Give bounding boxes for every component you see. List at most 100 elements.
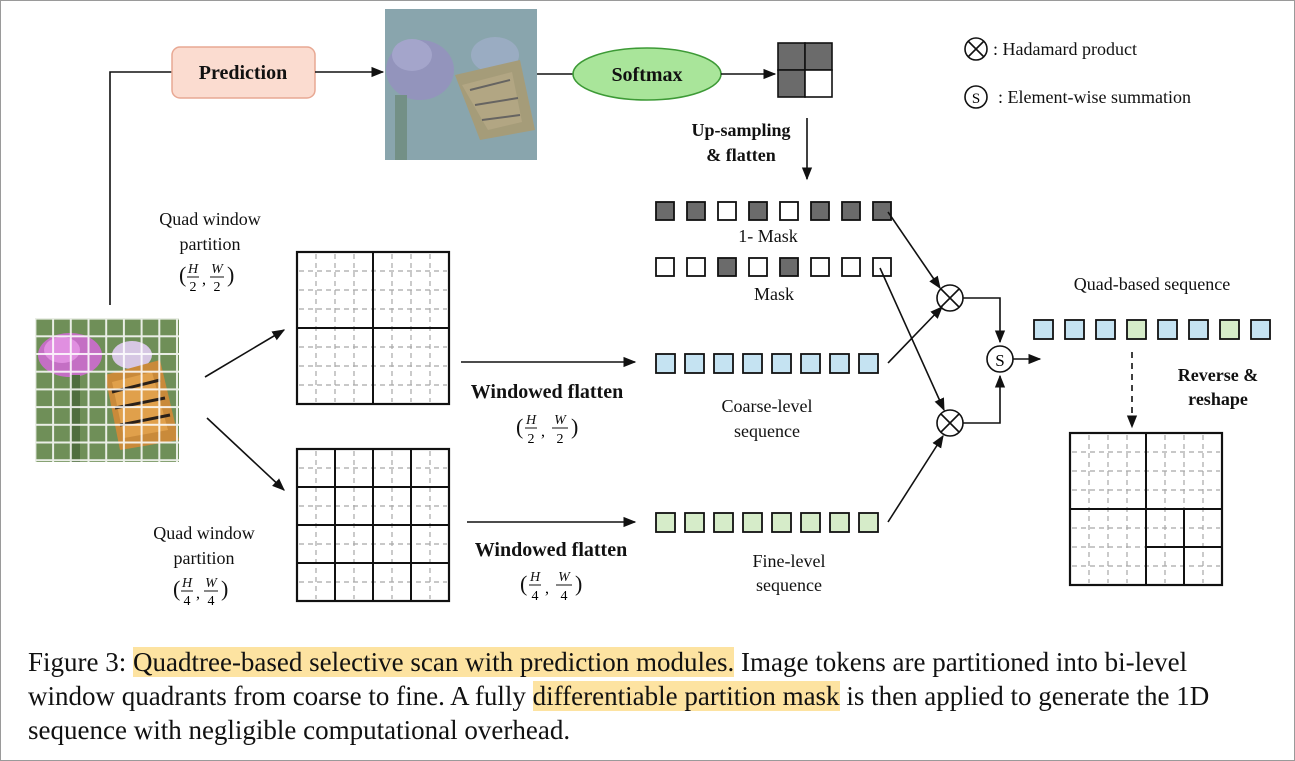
svg-text:,: , xyxy=(196,585,200,602)
summation-symbol-letter: S xyxy=(972,91,980,107)
sequence-token xyxy=(1157,319,1178,340)
sequence-token xyxy=(858,512,879,533)
sequence-token xyxy=(742,512,763,533)
svg-text:(: ( xyxy=(520,571,527,596)
sequence-token xyxy=(771,512,792,533)
sequence-token xyxy=(829,512,850,533)
frac-num: W xyxy=(558,570,571,585)
sequence-token xyxy=(684,512,705,533)
frac-num: H xyxy=(525,413,537,428)
input-to-prediction-arrow xyxy=(109,71,172,305)
quad-upper-line2: partition xyxy=(180,234,241,254)
sequence-token xyxy=(810,201,830,221)
frac-den: 2 xyxy=(214,280,221,295)
upsampling-label-line2: & flatten xyxy=(706,145,775,165)
input-to-fine-grid-arrow xyxy=(206,417,285,491)
frac-num: W xyxy=(211,262,224,277)
figure-caption: Figure 3: Quadtree-based selective scan … xyxy=(28,645,1278,747)
sequence-token xyxy=(779,257,799,277)
sequence-token xyxy=(684,353,705,374)
sequence-token xyxy=(771,353,792,374)
sequence-token xyxy=(686,201,706,221)
sequence-token xyxy=(1250,319,1271,340)
connection-lines xyxy=(879,211,1042,523)
coarse-sequence-label-line1: Coarse-level xyxy=(722,396,813,416)
frac-den: 2 xyxy=(190,280,197,295)
sequence-token xyxy=(655,512,676,533)
frac-num: H xyxy=(529,570,541,585)
quadtree-diagram: : Hadamard product S : Element-wise summ… xyxy=(35,9,1271,609)
fine-sequence-label-line2: sequence xyxy=(756,575,822,595)
sequence-token xyxy=(717,257,737,277)
sequence-token xyxy=(1033,319,1054,340)
coarse-sequence-label-line2: sequence xyxy=(734,421,800,441)
softmax-label: Softmax xyxy=(611,64,682,86)
sequence-token xyxy=(1188,319,1209,340)
summation-symbol-icon: S xyxy=(964,85,988,109)
quad-upper-line1: Quad window xyxy=(159,209,261,229)
frac-den: 4 xyxy=(532,589,539,604)
prediction-label: Prediction xyxy=(199,62,288,84)
svg-text:): ) xyxy=(571,414,578,439)
caption-highlight-title: Quadtree-based selective scan with predi… xyxy=(133,647,735,677)
quad-partition-lower-label: Quad window partition ( H 4 , W 4 ) xyxy=(153,523,255,609)
caption-prefix: Figure 3: xyxy=(28,647,133,677)
sequence-token xyxy=(1126,319,1147,340)
sequence-token xyxy=(1095,319,1116,340)
sequence-token xyxy=(841,201,861,221)
quadrant-mask-grid xyxy=(777,42,833,98)
sequence-token xyxy=(655,201,675,221)
summation-node: S xyxy=(986,345,1014,373)
one-minus-mask-label: 1- Mask xyxy=(738,226,798,246)
sequence-token xyxy=(858,353,879,374)
sequence-token xyxy=(1064,319,1085,340)
grid-border xyxy=(295,250,451,406)
frac-num: W xyxy=(205,576,218,591)
sequence-token xyxy=(872,201,892,221)
legend-summation-text: : Element-wise summation xyxy=(998,87,1191,107)
quad-lower-fraction: ( H 4 , W 4 ) xyxy=(173,576,228,609)
quad-lower-line2: partition xyxy=(174,548,235,568)
hadamard-node-lower xyxy=(936,409,964,437)
caption-middle: Image tokens are partitioned into bi-lev… xyxy=(28,647,1188,711)
summation-node-letter: S xyxy=(995,351,1004,370)
quad-upper-fraction: ( H 2 , W 2 ) xyxy=(179,262,234,295)
frac-den: 4 xyxy=(561,589,568,604)
svg-text:): ) xyxy=(575,571,582,596)
reverse-reshape-line1: Reverse & xyxy=(1178,365,1258,385)
grid-border xyxy=(295,447,451,603)
frac-num: H xyxy=(181,576,193,591)
reverse-reshape-line2: reshape xyxy=(1188,389,1248,409)
sequence-token xyxy=(655,353,676,374)
windowed-flatten-upper-label: Windowed flatten xyxy=(471,381,623,403)
sequence-token xyxy=(1219,319,1240,340)
quad-based-sequence xyxy=(1033,319,1271,340)
caption-tail: is then applied to generate the 1D seque… xyxy=(28,681,1210,745)
input-to-coarse-grid-arrow xyxy=(204,329,286,378)
sequence-token xyxy=(779,201,799,221)
svg-text:,: , xyxy=(545,580,549,597)
hadamard-node-upper xyxy=(936,284,964,312)
hadamard-symbol-icon xyxy=(964,37,988,61)
svg-text:,: , xyxy=(202,271,206,288)
sequence-token xyxy=(717,201,737,221)
quad-lower-line1: Quad window xyxy=(153,523,255,543)
legend: : Hadamard product S : Element-wise summ… xyxy=(964,37,1191,109)
upsampling-label-line1: Up-sampling xyxy=(691,120,790,140)
sequence-token xyxy=(841,257,861,277)
input-image xyxy=(35,318,179,462)
frac-num: H xyxy=(187,262,199,277)
prediction-output-image xyxy=(385,9,537,160)
quad-partition-upper-label: Quad window partition ( H 2 , W 2 ) xyxy=(159,209,261,295)
fine-sequence-label-line1: Fine-level xyxy=(753,551,826,571)
frac-den: 2 xyxy=(528,432,535,447)
sequence-token xyxy=(800,353,821,374)
sequence-token xyxy=(800,512,821,533)
sequence-token xyxy=(655,257,675,277)
sequence-token xyxy=(748,257,768,277)
sequence-token xyxy=(713,512,734,533)
frac-den: 4 xyxy=(208,594,215,609)
svg-text:,: , xyxy=(541,423,545,440)
sequence-token xyxy=(810,257,830,277)
quad-based-sequence-label: Quad-based sequence xyxy=(1074,274,1230,294)
